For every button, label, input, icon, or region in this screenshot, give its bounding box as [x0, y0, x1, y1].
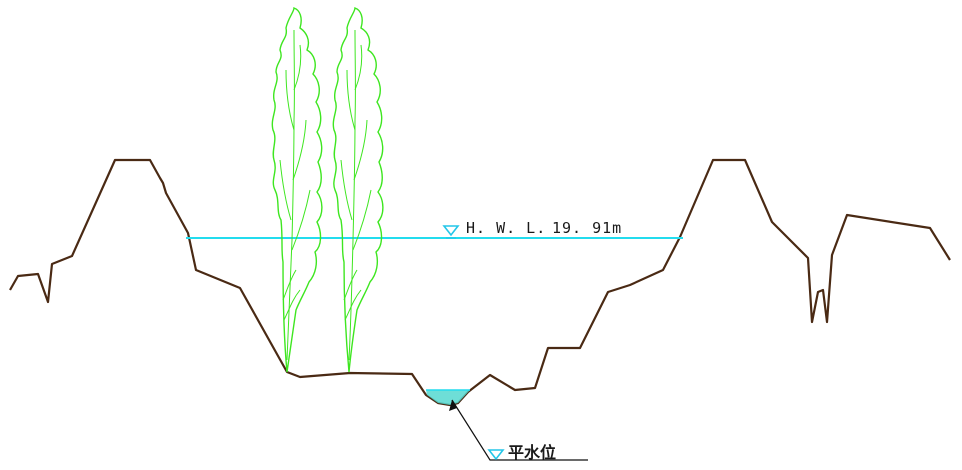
hwl-value-label: 19. 91m — [552, 219, 622, 237]
normal-water-body — [426, 390, 470, 405]
hwl-label: H. W. L. — [466, 219, 546, 237]
normal-water-leader — [449, 399, 588, 461]
normal-water-marker-icon — [487, 449, 505, 461]
tree-1 — [271, 7, 323, 373]
ground-profile-line — [9, 158, 951, 407]
normal-water-level-label: 平水位 — [508, 443, 556, 462]
tree-2 — [332, 7, 384, 373]
hwl-marker-icon — [442, 225, 460, 239]
